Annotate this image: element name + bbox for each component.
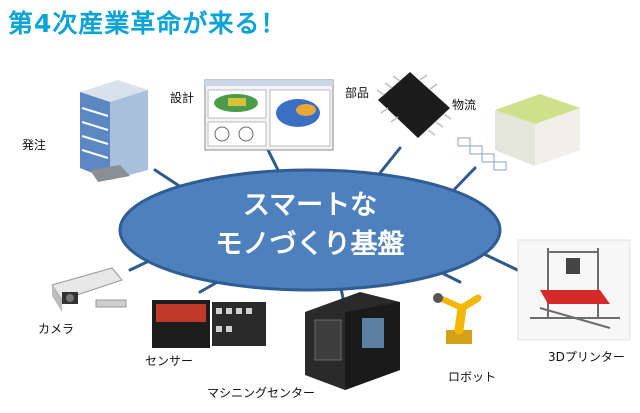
hub-label-line2: モノづくり基盤: [215, 229, 405, 260]
label-sensor: センサー: [145, 354, 194, 368]
label-camera: カメラ: [38, 322, 75, 336]
label-design: 設計: [170, 91, 195, 105]
warehouse-icon: [457, 94, 580, 171]
label-ordering: 発注: [22, 138, 47, 152]
label-machining-center: マシニングセンター: [207, 386, 316, 400]
machining-center-icon: [305, 292, 400, 390]
sensor-modules-icon: [152, 300, 266, 348]
chip-icon: [376, 72, 452, 138]
3d-printer-icon: [517, 239, 631, 341]
hub-ellipse: [118, 168, 502, 292]
cad-screen-image: [204, 79, 334, 151]
page-title: 第4次産業革命が来る！: [8, 9, 287, 38]
robot-arm-icon: [433, 293, 482, 344]
camera-icon: [51, 267, 127, 312]
label-parts: 部品: [345, 86, 370, 100]
building-icon: [80, 80, 148, 182]
label-logistics: 物流: [452, 98, 477, 112]
hub-label: スマートな モノづくり基盤: [175, 186, 445, 264]
label-robot: ロボット: [448, 370, 497, 384]
label-3d-printer: 3Dプリンター: [548, 350, 625, 364]
hub-label-line1: スマートな: [242, 190, 378, 221]
